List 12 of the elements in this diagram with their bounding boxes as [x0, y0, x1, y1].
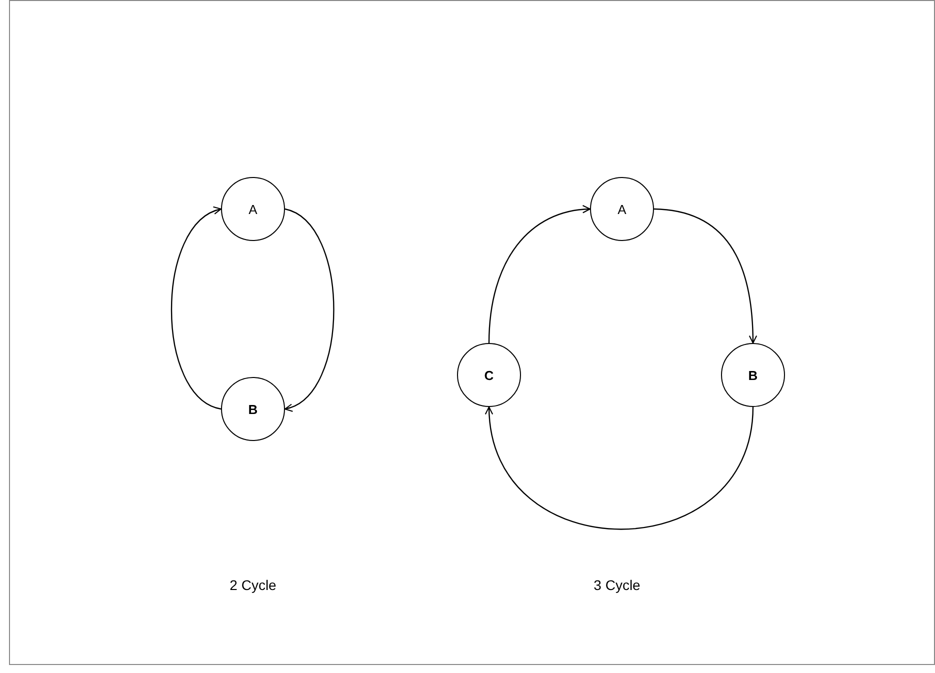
caption-label: 3 Cycle — [594, 577, 640, 593]
arrow — [284, 208, 334, 410]
arrow — [654, 208, 757, 344]
node-label: A — [248, 202, 258, 216]
arrow — [170, 208, 222, 410]
arrow — [488, 206, 591, 344]
caption-label: 2 Cycle — [230, 577, 276, 593]
node-label: B — [248, 402, 258, 416]
node-label: C — [484, 368, 494, 382]
node-label: B — [748, 368, 758, 382]
node-label: A — [618, 202, 626, 216]
arrow — [486, 406, 754, 530]
